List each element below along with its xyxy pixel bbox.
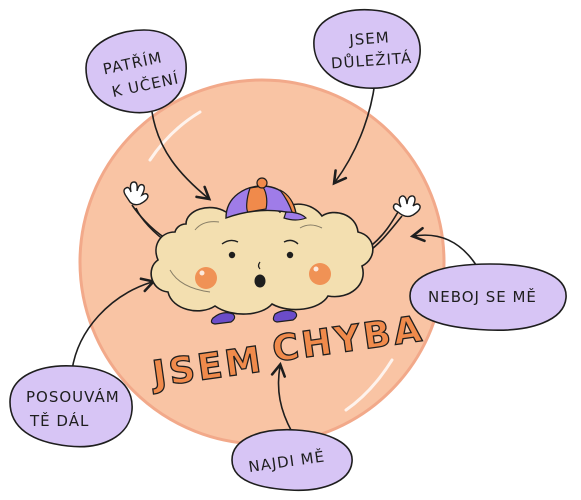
arrow-posouvam (71, 277, 156, 371)
svg-text:POSOUVÁM TĚ DÁL: POSOUVÁM TĚ DÁL (26, 387, 125, 430)
bubble-neboj-line1: NEBOJ SE MĚ (428, 287, 537, 306)
svg-text:NEBOJ SE MĚ: NEBOJ SE MĚ (428, 287, 537, 306)
bubble-najdi: NAJDI MĚ (231, 428, 353, 492)
bubble-posouvam: POSOUVÁM TĚ DÁL (9, 365, 133, 448)
bubble-patrim: PATŘÍM K UČENÍ (85, 29, 187, 114)
bubble-dulezita: JSEM DŮLEŽITÁ (313, 8, 421, 89)
bubble-dulezita-line1: JSEM (348, 28, 391, 49)
cloud-character-icon (123, 177, 421, 325)
bubble-posouvam-line2: TĚ DÁL (29, 411, 89, 430)
arrow-neboj (409, 226, 479, 269)
arrow-dulezita (332, 81, 376, 186)
bubble-posouvam-line1: POSOUVÁM (26, 387, 120, 406)
arrow-najdi (270, 361, 293, 433)
bubble-neboj: NEBOJ SE MĚ (409, 263, 567, 332)
arrow-patrim (151, 111, 212, 201)
